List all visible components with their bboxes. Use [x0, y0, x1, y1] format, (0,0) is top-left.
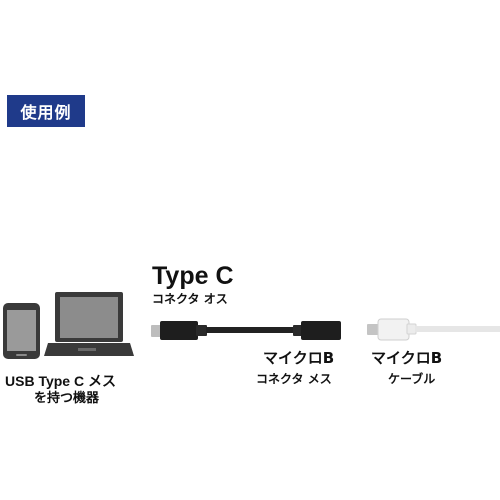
- smartphone-icon: [3, 303, 40, 359]
- micro-b-plug-icon: [367, 318, 417, 341]
- laptop-icon: [44, 292, 134, 356]
- source-device-label-line1: USB Type C メス: [5, 373, 116, 389]
- type-c-title: Type C: [152, 262, 234, 290]
- micro-b-cable-label-line2: ケーブル: [388, 372, 436, 386]
- black-cable: [206, 327, 295, 333]
- micro-b-cable-label-line1: マイクロB: [371, 349, 443, 367]
- micro-b-connector-label-line1: マイクロB: [263, 349, 335, 367]
- usage-example-badge: 使用例: [7, 95, 85, 127]
- white-cable: [415, 326, 500, 332]
- type-c-plug-icon: [151, 321, 207, 340]
- source-device-label-line2: を持つ機器: [34, 391, 100, 406]
- type-c-subtitle: コネクタ オス: [152, 292, 228, 306]
- micro-b-female-connector-icon: [293, 321, 341, 340]
- micro-b-connector-label-line2: コネクタ メス: [256, 372, 332, 386]
